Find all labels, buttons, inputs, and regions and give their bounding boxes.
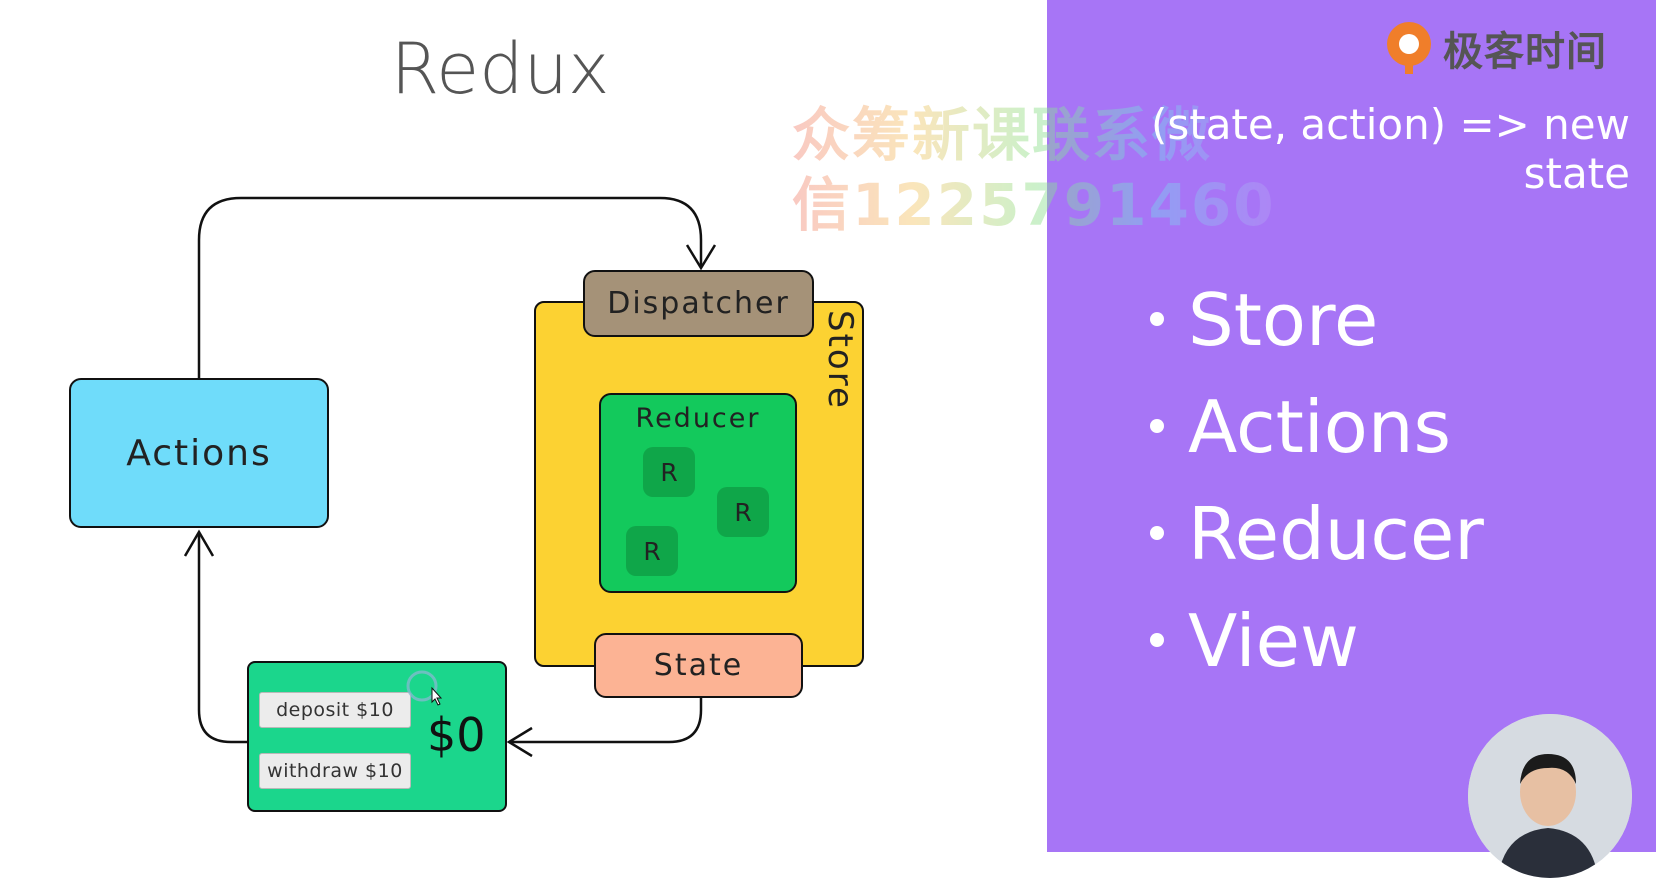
brand-logo: 极客时间 (1383, 18, 1633, 78)
bullet-item: Store (1150, 270, 1484, 377)
deposit-button[interactable]: deposit $10 (259, 692, 411, 728)
bullet-dot-icon (1150, 419, 1164, 434)
reducer-formula: (state, action) => new state (1150, 100, 1630, 198)
presenter-icon (1468, 714, 1632, 878)
bullet-item: View (1150, 591, 1484, 698)
bullet-item: Reducer (1150, 484, 1484, 591)
arrowhead-actions (183, 529, 215, 557)
actions-box: Actions (69, 378, 329, 528)
bullet-text: View (1188, 599, 1359, 683)
arrow-view-to-actions (197, 532, 247, 744)
bullet-dot-icon (1150, 633, 1164, 648)
slide-title: Redux (390, 28, 610, 110)
dispatcher-box: Dispatcher (583, 270, 814, 337)
store-label: Store (820, 310, 860, 410)
bullet-dot-icon (1150, 312, 1164, 327)
state-box: State (594, 633, 803, 698)
presenter-video-avatar (1468, 714, 1632, 878)
arrow-actions-to-dispatcher (197, 196, 703, 378)
bullet-item: Actions (1150, 377, 1484, 484)
balance-display: $0 (427, 708, 486, 762)
arrowhead-dispatcher (685, 244, 717, 271)
bullet-text: Store (1188, 278, 1379, 362)
bullet-list: Store Actions Reducer View (1150, 270, 1484, 698)
reducer-label: Reducer (635, 403, 761, 434)
summary-panel (1047, 0, 1656, 852)
arrow-state-to-view (510, 698, 703, 744)
bullet-text: Actions (1188, 385, 1452, 469)
reducer-item: R (717, 487, 769, 537)
reducer-item: R (626, 526, 678, 576)
reducer-item: R (643, 447, 695, 497)
bullet-dot-icon (1150, 526, 1164, 541)
mouse-cursor-icon (406, 670, 443, 706)
bullet-text: Reducer (1188, 492, 1484, 576)
diagram-panel: Redux Actions Store Dispatcher Reduce (69, 28, 864, 812)
brand-logo-text: 极客时间 (1443, 29, 1607, 75)
brand-logo-icon (1387, 22, 1431, 74)
withdraw-button[interactable]: withdraw $10 (259, 753, 411, 789)
arrowhead-view (506, 726, 533, 758)
